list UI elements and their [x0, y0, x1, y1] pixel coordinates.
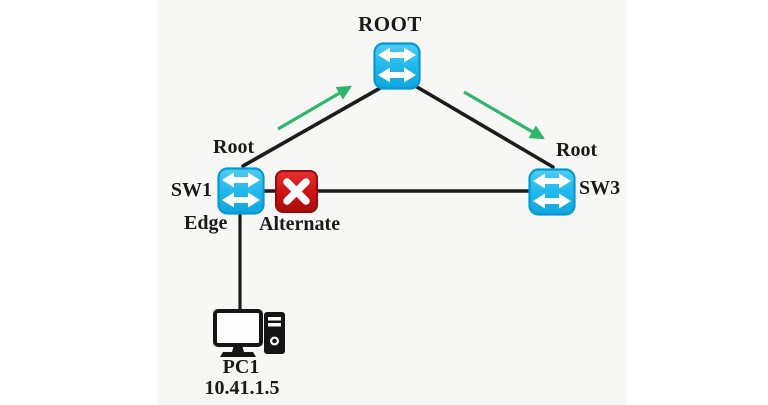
sw1-root-port-label: Root	[213, 136, 255, 158]
pc1-ip-address: 10.41.1.5	[204, 377, 280, 399]
link-root-sw3	[415, 85, 555, 169]
sw3-root-port-label: Root	[556, 139, 598, 161]
root-switch-title: ROOT	[358, 12, 422, 36]
switch-icon-sw1	[217, 167, 265, 215]
sw1-alternate-port-label: Alternate	[259, 213, 341, 235]
link-sw1-root	[241, 85, 384, 168]
switch-icon-sw3	[528, 168, 576, 216]
sw1-edge-port-label: Edge	[184, 212, 228, 234]
blocked-port-x-icon	[275, 170, 318, 213]
pc-icon	[213, 309, 285, 357]
sw3-node-label: SW3	[579, 177, 621, 199]
flow-arrow-sw1-to-root-icon	[277, 85, 352, 131]
pc1-node-label: PC1	[222, 356, 260, 378]
flow-arrow-root-to-sw3-icon	[463, 90, 545, 140]
sw1-node-label: SW1	[170, 179, 212, 201]
switch-icon-root	[373, 42, 421, 90]
